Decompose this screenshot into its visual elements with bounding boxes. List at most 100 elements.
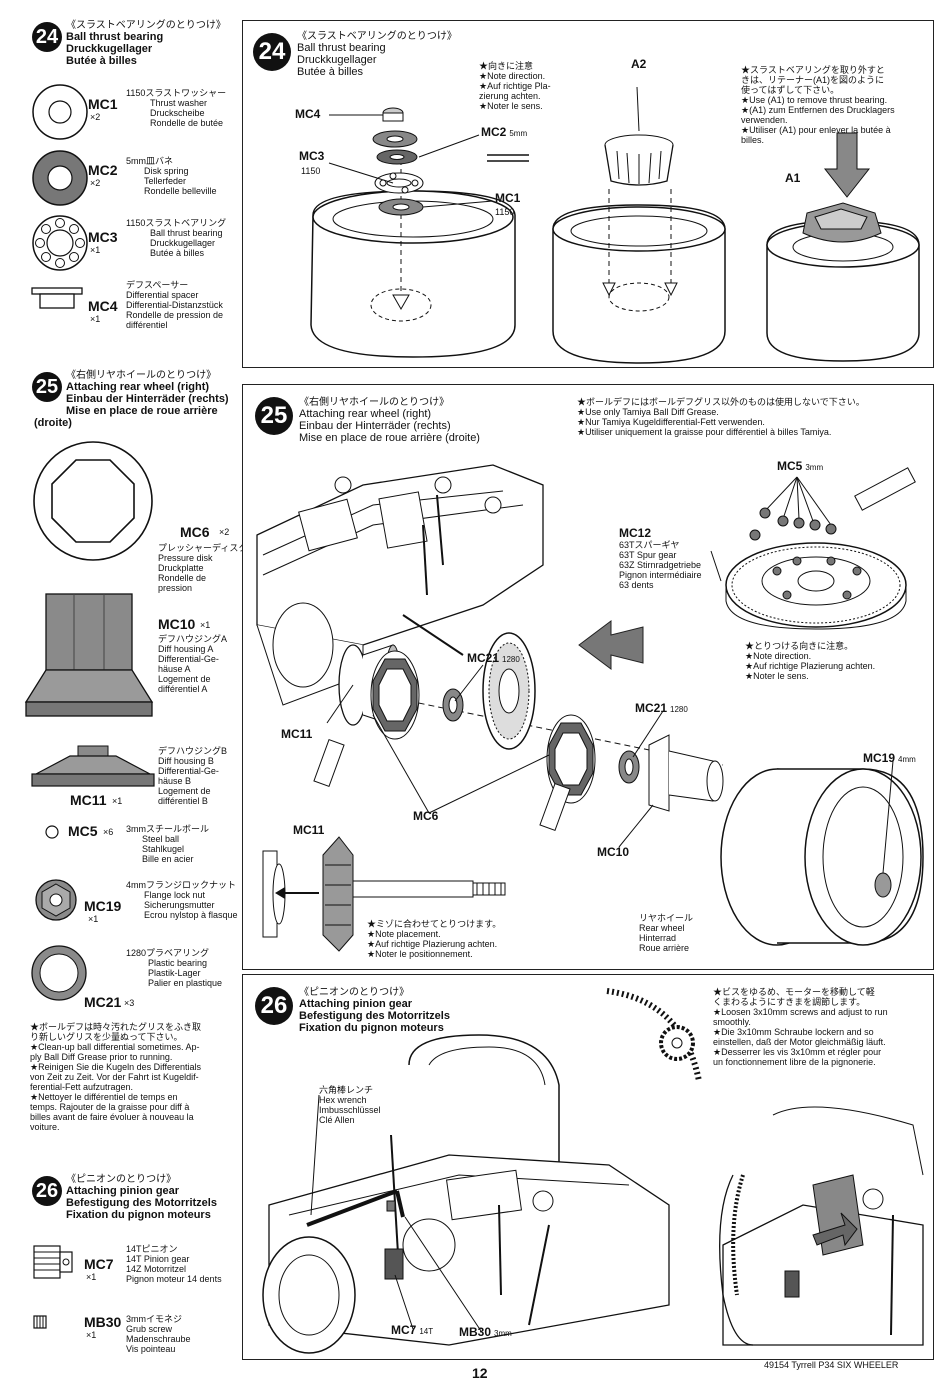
- part-qty: ×1: [86, 1272, 97, 1282]
- panel-25-badge: 25: [255, 397, 293, 435]
- label-mc11: MC11: [281, 727, 313, 741]
- model-footer: 49154 Tyrrell P34 SIX WHEELER: [764, 1360, 899, 1370]
- mc1-washer-drawing: [32, 84, 88, 140]
- mc11-axle-insert-drawing: [262, 836, 506, 952]
- part-qty: ×2: [90, 112, 101, 122]
- part-code-mc5: MC5: [68, 823, 98, 839]
- mc3-thrust-bearing-drawing: [32, 215, 88, 271]
- step-24-panel: 24 《スラストベアリングのとりつけ》 Ball thrust bearing …: [242, 20, 934, 368]
- mc10-diff-housing-a-drawing: [24, 593, 154, 717]
- part-code-mc6: MC6: [180, 524, 210, 540]
- part-qty: ×3: [124, 998, 135, 1008]
- step-25-panel: 25 《右側リヤホイールのとりつけ》 Attaching rear wheel …: [242, 384, 934, 970]
- step-26-badge: 26: [32, 1176, 62, 1206]
- mb30-grub-screw-drawing: [33, 1315, 47, 1329]
- diff-cleaning-warning: ★ボールデフは時々汚れたグリスをふき取り新しいグリスを少量ぬって下さい。★Cle…: [30, 1022, 202, 1132]
- label-mc10: MC10: [597, 845, 630, 859]
- tire-with-a1-tool-drawing: [766, 132, 920, 362]
- label-a2: A2: [631, 57, 647, 71]
- mc19-lock-nut-drawing: [35, 879, 77, 921]
- chassis-rear-assembly-drawing: [256, 464, 544, 706]
- diff-exploded-drawing: [313, 632, 724, 832]
- car-rear-chassis-drawing: [262, 1034, 670, 1354]
- label-mc1: MC1: [495, 191, 521, 205]
- label-mc6: MC6: [413, 809, 439, 823]
- panel-24-direction-note: ★向きに注意★Note direction.★Auf richtige Pla-…: [479, 61, 551, 111]
- part-qty: ×2: [90, 178, 101, 188]
- panel-25-grease-note: ★ボールデフにはボールデフグリス以外のものは使用しないで下さい。★Use onl…: [577, 397, 865, 437]
- leader-lines: [328, 114, 529, 208]
- part-code-mc2: MC2: [88, 162, 118, 178]
- part-code-mb30: MB30: [84, 1314, 122, 1330]
- mc5-steel-ball-drawing: [45, 825, 59, 839]
- panel-24-badge: 24: [253, 33, 291, 71]
- panel-26-adjust-note: ★ビスをゆるめ、モーターを移動して軽くまわるようにすきまを調節します。★Loos…: [713, 987, 888, 1067]
- step-25-title: 《右側リヤホイールのとりつけ》 Attaching rear wheel (ri…: [34, 370, 229, 429]
- leader-lines: [326, 550, 894, 874]
- part-code-mc3: MC3: [88, 229, 118, 245]
- title-de: Druckkugellager: [66, 43, 153, 55]
- panel-24-title: 《スラストベアリングのとりつけ》 Ball thrust bearing Dru…: [297, 31, 457, 78]
- mc11-diff-housing-b-drawing: [31, 745, 155, 787]
- part-code-mc19: MC19: [84, 898, 122, 914]
- panel-26-badge: 26: [255, 987, 293, 1025]
- step-25-badge: 25: [32, 372, 62, 402]
- part-code-mc1: MC1: [88, 96, 118, 112]
- label-a1: A1: [785, 171, 801, 185]
- mc2-disk-spring-drawing: [32, 150, 88, 206]
- mc4-spacer-drawing: [31, 287, 83, 309]
- direction-arrow: [578, 620, 644, 670]
- step-26-title: 《ピニオンのとりつけ》 Attaching pinion gear Befest…: [66, 1174, 217, 1221]
- label-mc3: MC3: [299, 149, 325, 163]
- panel-26-title: 《ピニオンのとりつけ》 Attaching pinion gear Befest…: [299, 987, 450, 1034]
- part-qty: ×1: [112, 796, 123, 806]
- leader-lines: [394, 1216, 482, 1332]
- mc12-spur-gear-drawing: [725, 542, 907, 630]
- label-mc4: MC4: [295, 107, 321, 121]
- step-26-panel: 26 《ピニオンのとりつけ》 Attaching pinion gear Bef…: [242, 974, 934, 1360]
- part-qty: ×1: [200, 620, 211, 630]
- part-code-mc7: MC7: [84, 1256, 114, 1272]
- mc21-plastic-bearing-drawing: [31, 945, 87, 1001]
- panel-24-removal-note: ★スラストベアリングを取り外すときは、リテーナー(A1)を図のように使ってはずし…: [741, 65, 895, 145]
- mc6-pressure-disk-drawing: [33, 441, 153, 561]
- tire-with-bearing-stack-drawing: [310, 107, 516, 358]
- gear-mesh-detail-drawing: [606, 988, 702, 1082]
- panel-25-placement-note: ★ミゾに合わせてとりつけます。★Note placement.★Auf rich…: [367, 919, 502, 959]
- title-en: Ball thrust bearing: [66, 31, 164, 43]
- rear-wheel-drawing: [720, 768, 924, 946]
- part-qty: ×1: [88, 914, 99, 924]
- panel-25-title: 《右側リヤホイールのとりつけ》 Attaching rear wheel (ri…: [299, 397, 480, 444]
- tire-with-retainer-drawing: [552, 86, 726, 364]
- part-code-mc11: MC11: [70, 792, 107, 808]
- part-qty: ×1: [90, 245, 101, 255]
- label-mc3-size: 1150: [301, 166, 321, 176]
- part-qty: ×6: [103, 827, 114, 837]
- mc7-pinion-gear-drawing: [33, 1245, 73, 1279]
- step-24-badge: 24: [32, 22, 62, 52]
- title-fr: Butée à billes: [66, 55, 137, 67]
- step-24-title: 《スラストベアリングのとりつけ》 Ball thrust bearing Dru…: [66, 20, 226, 67]
- part-qty: ×1: [90, 314, 101, 324]
- label-mc11-insert: MC11: [293, 823, 325, 837]
